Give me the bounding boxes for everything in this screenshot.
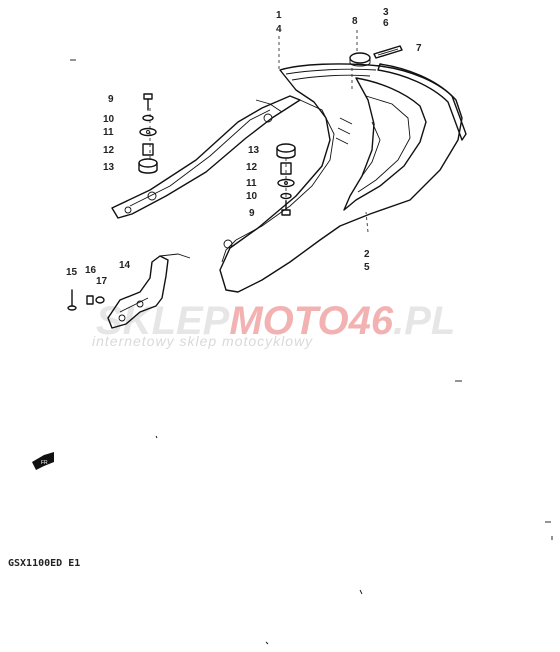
part-label-10-right: 10	[246, 191, 258, 202]
svg-text:FR: FR	[41, 460, 48, 466]
part-label-2: 2	[364, 249, 370, 260]
part-label-16: 16	[85, 265, 97, 276]
part-label-3: 3	[383, 7, 389, 18]
part-label-13-right: 13	[248, 145, 260, 156]
part-label-7: 7	[416, 43, 422, 54]
watermark: SKLEPMOTO46.PL internetowy sklep motocyk…	[92, 299, 455, 349]
part-label-1: 1	[276, 10, 282, 21]
part-label-14: 14	[119, 260, 131, 271]
part-label-11-left: 11	[103, 127, 114, 138]
tail-cowl-assembly	[111, 45, 467, 293]
watermark-brand-2: MOTO	[229, 299, 348, 343]
svg-text:SKLEPMOTO46.PL: SKLEPMOTO46.PL	[96, 299, 455, 343]
part-label-4: 4	[276, 24, 282, 35]
part-label-11-right: 11	[246, 178, 257, 189]
scan-specks	[70, 59, 553, 645]
left-fastener-stack	[138, 93, 158, 174]
part-label-6: 6	[383, 18, 389, 29]
front-direction-arrow-icon: FR	[32, 452, 54, 470]
bracket-assembly	[67, 253, 191, 329]
part-label-13-left: 13	[103, 162, 115, 173]
part-label-12-left: 12	[103, 145, 115, 156]
part-label-9-left: 9	[108, 94, 114, 105]
watermark-brand-1: SKLEP	[96, 299, 230, 343]
part-label-5: 5	[364, 262, 370, 273]
watermark-brand-4: .PL	[393, 299, 455, 343]
leader-lines	[149, 30, 369, 233]
part-label-8: 8	[352, 16, 358, 27]
part-label-9-right: 9	[249, 208, 255, 219]
part-number-labels: 1 4 3 6 7 8 9 10 11 12 13 12 11 10 9 2 5…	[66, 7, 422, 287]
model-code: GSX1100ED E1	[8, 558, 80, 569]
part-label-17: 17	[96, 276, 108, 287]
right-fastener-stack	[276, 143, 296, 216]
watermark-tagline: internetowy sklep motocyklowy	[92, 333, 313, 349]
part-label-10-left: 10	[103, 114, 115, 125]
part-label-12-right: 12	[246, 162, 258, 173]
watermark-brand-3: 46	[348, 299, 394, 343]
part-label-15: 15	[66, 267, 78, 278]
